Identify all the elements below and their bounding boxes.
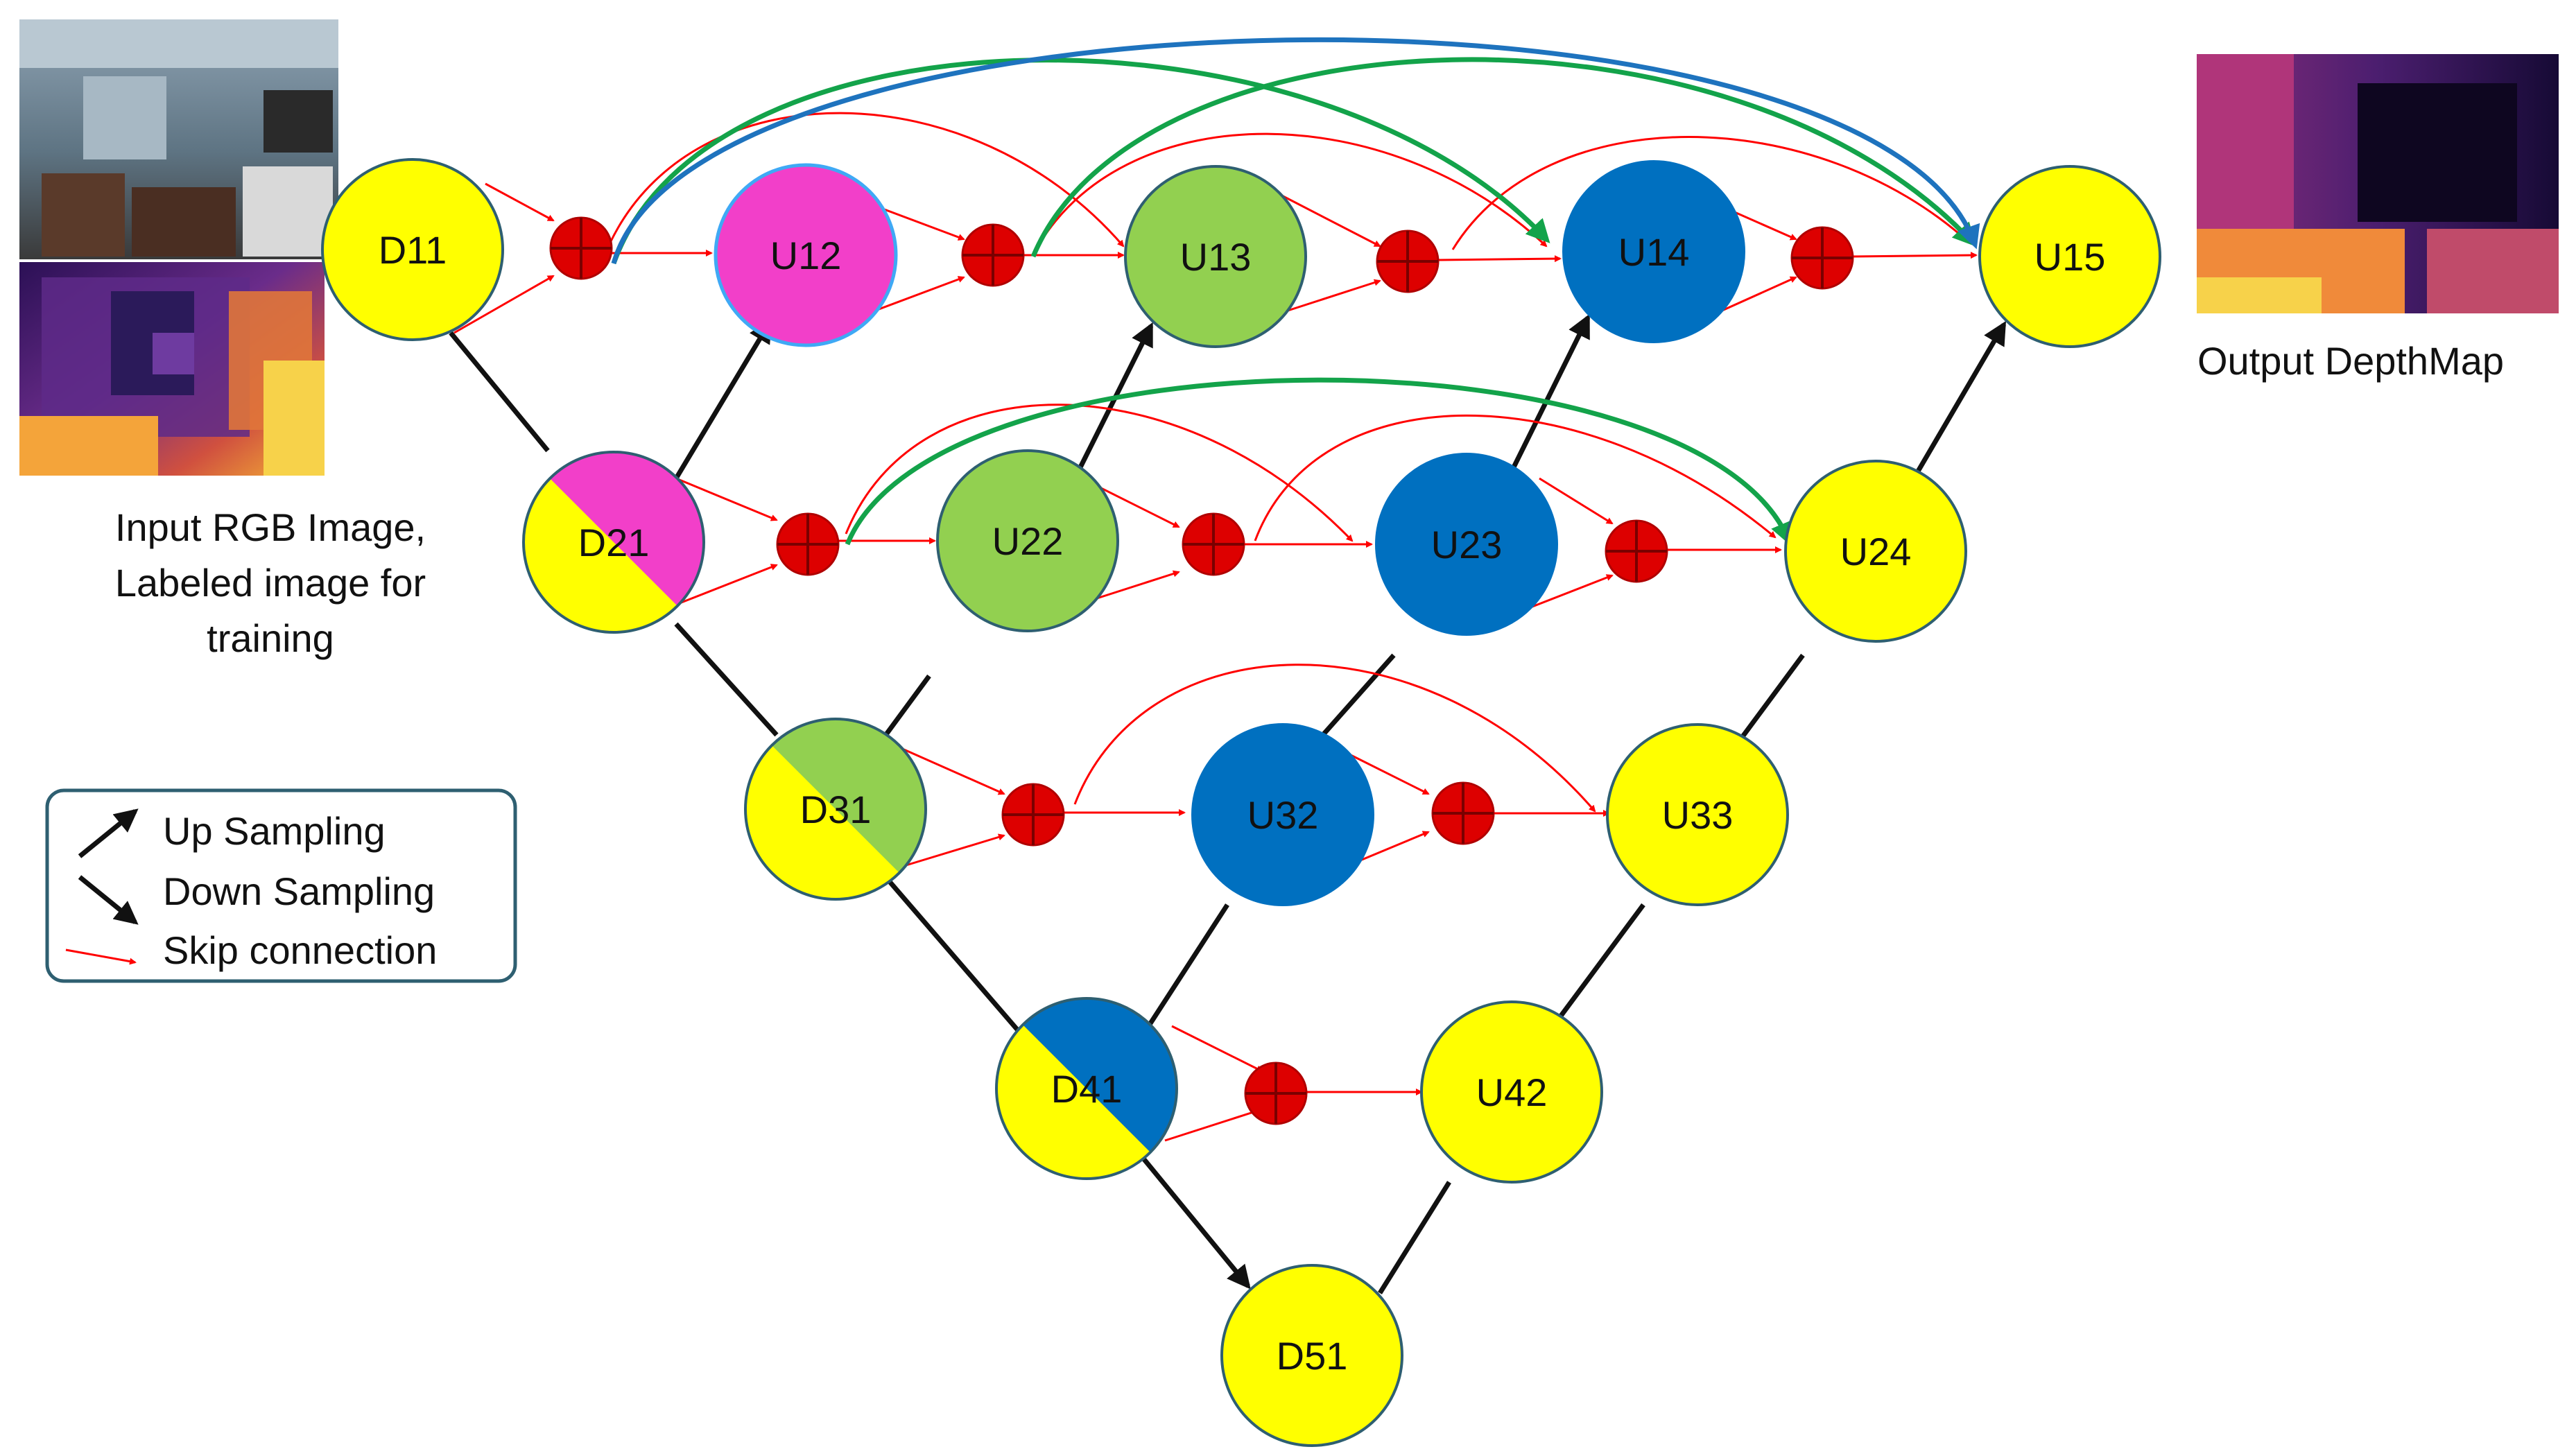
merge-node-1-2 [961,223,1025,287]
legend-down-label: Down Sampling [163,869,435,913]
node-u33-label: U33 [1662,793,1734,837]
input-labeled-depth-image [19,262,325,476]
legend-skip-arrow-icon [65,948,137,965]
legend: Up Sampling Down Sampling Skip connectio… [45,788,517,983]
up-u24-u15 [1911,320,2007,480]
node-d31-label: D31 [800,788,872,831]
up-d21-u12 [673,318,772,480]
up-u42-u33 [1551,903,1645,1028]
down-d31-d41 [872,861,1028,1042]
input-rgb-image [19,19,338,259]
node-d21: D21 [522,451,705,634]
down-d41-d51 [1135,1149,1251,1290]
dense-d11-u15-blue [611,37,1980,264]
node-u14: U14 [1562,160,1745,343]
input-caption-line-1: Input RGB Image, [115,505,426,549]
node-u32-label: U32 [1247,793,1319,837]
node-u42: U42 [1420,1000,1603,1184]
node-u23: U23 [1375,453,1558,636]
node-u13-label: U13 [1180,235,1252,279]
node-d41-label: D41 [1051,1067,1123,1111]
up-d41-u32 [1142,903,1229,1034]
node-u12-label: U12 [770,234,842,277]
legend-up-label: Up Sampling [163,809,386,853]
merge-node-2-1 [776,512,840,576]
node-d51: D51 [1220,1264,1403,1447]
legend-down-arrow-icon [78,875,139,925]
node-u15: U15 [1978,165,2161,348]
up-u22-u13 [1072,322,1154,480]
node-u23-label: U23 [1431,523,1503,566]
dense-d21-u24-green [845,377,1793,546]
down-d21-d31 [674,622,779,737]
node-u24: U24 [1784,460,1967,643]
node-u12: U12 [714,163,898,347]
node-u42-label: U42 [1476,1071,1548,1114]
merge-nodes [549,216,1854,1125]
dense-u12-u15-green [1030,57,1977,258]
merge-node-2-3 [1605,519,1668,583]
node-u32: U32 [1191,723,1374,906]
node-u33: U33 [1606,723,1789,906]
merge-node-3-2 [1431,781,1495,845]
node-d11-label: D11 [379,228,447,272]
sampling-arrows [449,313,2007,1294]
legend-skip-label: Skip connection [163,928,437,972]
legend-box [45,788,517,983]
node-u22: U22 [936,449,1119,632]
node-u13: U13 [1124,165,1307,348]
node-u22-label: U22 [992,519,1064,563]
up-u23-u14 [1505,313,1591,480]
input-caption-line-3: training [207,616,334,660]
node-d21-label: D21 [578,521,650,564]
node-d51-label: D51 [1277,1334,1348,1378]
node-d41: D41 [995,997,1178,1180]
merge-node-3-1 [1001,783,1065,847]
merge-node-2-2 [1182,512,1245,576]
dense-connections [611,37,1980,546]
node-d31: D31 [744,718,927,901]
merge-node-1-1 [549,216,613,280]
legend-up-arrow-icon [78,808,139,858]
input-caption-line-2: Labeled image for [115,561,426,605]
merge-node-1-4 [1790,226,1854,290]
merge-node-1-3 [1376,229,1440,293]
node-u14-label: U14 [1618,230,1690,274]
output-caption: Output DepthMap [2197,339,2504,383]
up-d31-u22 [879,674,931,744]
node-u24-label: U24 [1840,530,1912,573]
up-u33-u24 [1731,653,1805,751]
down-d11-d21 [449,331,550,453]
output-depthmap-image [2197,54,2559,313]
merge-node-4-1 [1244,1061,1308,1125]
node-d11: D11 [321,158,504,341]
node-u15-label: U15 [2034,235,2106,279]
up-d51-u42 [1378,1181,1451,1294]
